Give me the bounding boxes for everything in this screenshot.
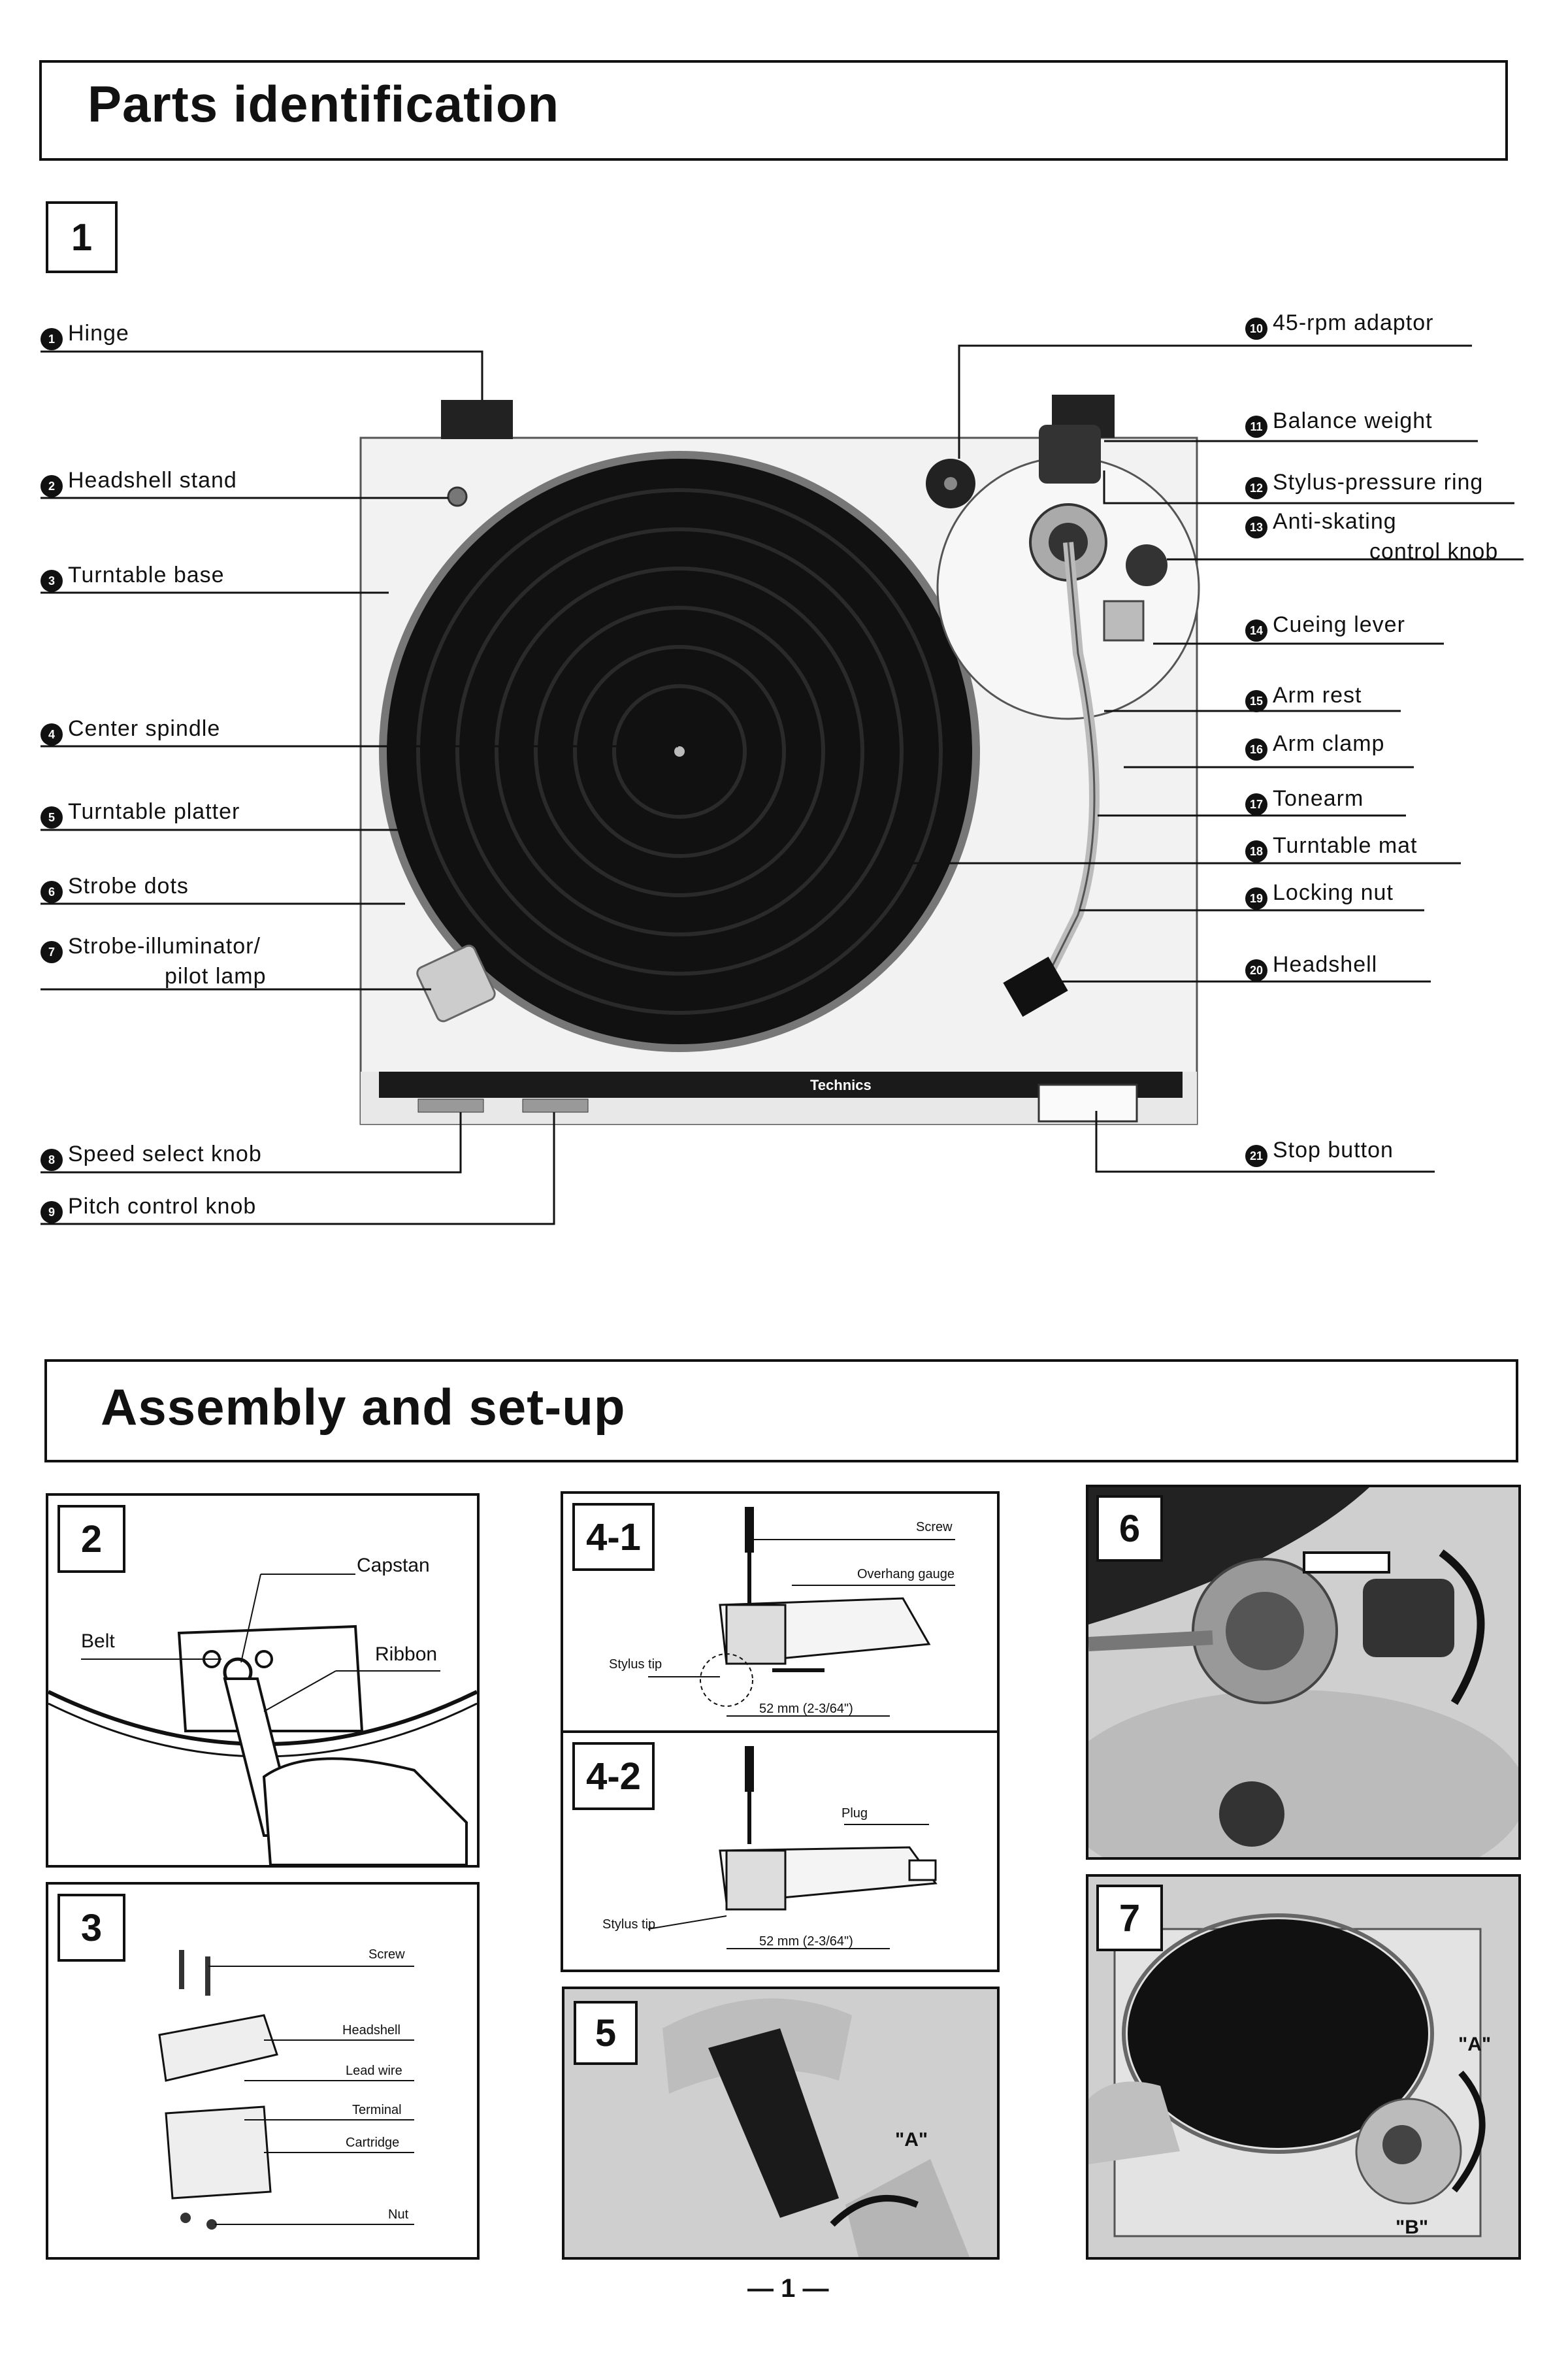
figure-4-1-panel: 4-1 Screw Overhang gauge Stylus tip 52 m… <box>561 1491 1000 1738</box>
fig3-terminal-label: Terminal <box>352 2103 402 2117</box>
figure-6-panel: 6 <box>1086 1485 1521 1860</box>
figure-3-drawing <box>158 1950 414 2230</box>
fig2-belt-label: Belt <box>81 1630 115 1652</box>
fig3-lead-wire-label: Lead wire <box>346 2064 402 2078</box>
figure-2-drawing <box>48 1574 477 1865</box>
parts-title: Parts identification <box>88 75 560 133</box>
figure-2-number: 2 <box>57 1505 125 1573</box>
fig41-overhang-gauge-label: Overhang gauge <box>857 1567 955 1581</box>
figure-3-number: 3 <box>57 1894 125 1962</box>
figure-5-panel: 5 "A" <box>562 1987 1000 2260</box>
assembly-title-box: Assembly and set-up <box>44 1359 1518 1462</box>
fig3-nut-label: Nut <box>388 2207 409 2222</box>
fig41-dimension-label: 52 mm (2-3/64") <box>759 1702 853 1716</box>
figure-4-1-drawing <box>648 1507 955 1717</box>
figure-4-1-number: 4-1 <box>572 1503 655 1571</box>
fig41-stylus-tip-label: Stylus tip <box>609 1657 662 1672</box>
fig2-ribbon-label: Ribbon <box>375 1643 438 1665</box>
figure-4-2-number: 4-2 <box>572 1742 655 1810</box>
fig7-a-label: "A" <box>1458 2034 1492 2055</box>
fig3-cartridge-label: Cartridge <box>346 2136 400 2150</box>
figure-2-panel: 2 Capstan Belt Ribbon <box>46 1493 480 1868</box>
fig42-stylus-tip-label: Stylus tip <box>602 1917 656 1932</box>
figure-5-number: 5 <box>574 2001 638 2065</box>
figure-7-panel: 7 "A" "B" <box>1086 1874 1521 2260</box>
fig7-b-label: "B" <box>1396 2217 1429 2238</box>
figure-7-number: 7 <box>1096 1885 1163 1951</box>
assembly-title: Assembly and set-up <box>101 1378 626 1436</box>
fig3-screw-label: Screw <box>368 1947 405 1962</box>
fig41-screw-label: Screw <box>916 1520 953 1534</box>
figure-7-photo <box>1088 1877 1518 2257</box>
brand-text: Technics <box>810 1077 872 1093</box>
figure-4-2-panel: 4-2 Plug Stylus tip 52 mm (2-3/64") <box>561 1730 1000 1972</box>
figure-3-panel: 3 Screw Headshell Lead wire Terminal Car… <box>46 1882 480 2260</box>
fig42-dimension-label: 52 mm (2-3/64") <box>759 1934 853 1949</box>
turntable-illustration: Technics <box>41 344 1524 1225</box>
fig3-headshell-label: Headshell <box>342 2023 400 2037</box>
fig42-plug-label: Plug <box>841 1806 868 1821</box>
figure-1-number: 1 <box>46 201 118 273</box>
fig2-capstan-label: Capstan <box>357 1555 430 1576</box>
parts-title-box: Parts identification <box>39 60 1508 161</box>
fig5-a-label: "A" <box>895 2129 928 2151</box>
figure-6-number: 6 <box>1096 1495 1163 1562</box>
figure-4-2-drawing <box>647 1746 938 1949</box>
page-number: — 1 — <box>747 2274 829 2303</box>
